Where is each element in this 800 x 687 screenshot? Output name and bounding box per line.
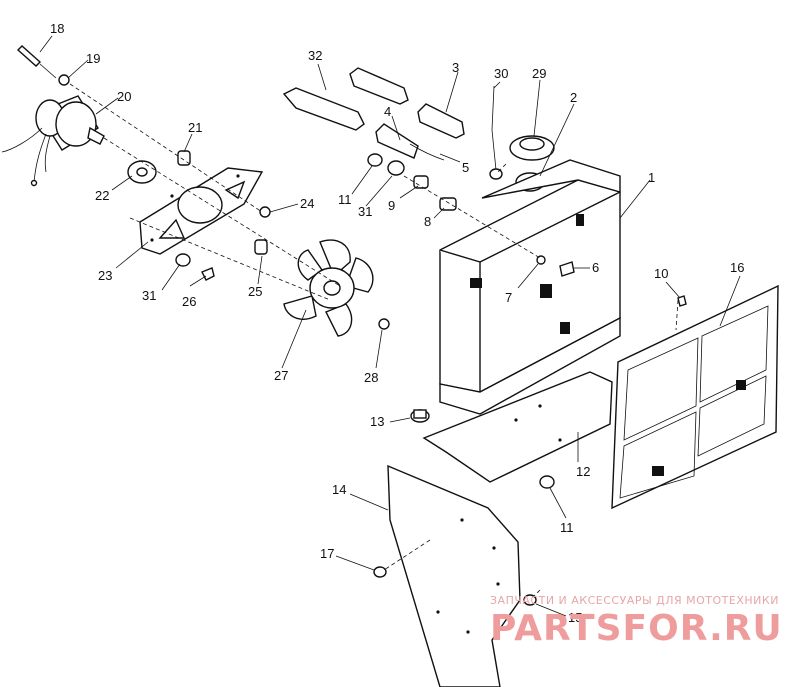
callout-3: 3 <box>452 60 459 75</box>
callout-31-fitting: 31 <box>358 204 372 219</box>
callout-30: 30 <box>494 66 508 81</box>
washer-part-31a <box>175 253 191 267</box>
callout-18: 18 <box>50 21 64 36</box>
callout-13: 13 <box>370 414 384 429</box>
callout-29: 29 <box>532 66 546 81</box>
spacer-part-25 <box>254 239 268 255</box>
callout-32: 32 <box>308 48 322 63</box>
radiator-cap-part-29 <box>509 135 555 161</box>
mounting-bracket-part-23 <box>139 167 264 255</box>
watermark: ЗАПЧАСТИ И АКСЕССУАРЫ ДЛЯ МОТОТЕХНИКИ PA… <box>490 594 783 649</box>
screw-part-10 <box>677 295 687 307</box>
bolt-part-26 <box>201 267 215 281</box>
fan-motor-part <box>1 95 105 187</box>
hose-part-3 <box>417 103 465 139</box>
bolt-part-18 <box>16 45 57 79</box>
sensor-part-30 <box>489 85 503 180</box>
callout-17: 17 <box>320 546 334 561</box>
side-panel-part-14 <box>387 464 521 687</box>
callout-11-fitting: 11 <box>338 192 352 207</box>
radiator-shroud-part-16 <box>611 284 779 510</box>
callout-9: 9 <box>388 198 395 213</box>
callout-24: 24 <box>300 196 314 211</box>
callout-leader-lines <box>39 35 741 617</box>
fitting-part-11a <box>367 153 383 167</box>
spacer-part-21 <box>177 150 191 166</box>
base-plate-part-12 <box>422 371 613 483</box>
washer-part-7 <box>536 255 546 265</box>
callout-5: 5 <box>462 160 469 175</box>
clamp-part-5 <box>409 143 445 161</box>
callout-22: 22 <box>95 188 109 203</box>
callout-16: 16 <box>730 260 744 275</box>
fan-blade-part-27 <box>283 239 374 337</box>
callout-10: 10 <box>654 266 668 281</box>
callout-23: 23 <box>98 268 112 283</box>
callout-31-bracket: 31 <box>142 288 156 303</box>
nut-part-28 <box>378 318 390 330</box>
callout-6: 6 <box>592 260 599 275</box>
hose-part-4 <box>375 123 419 159</box>
assembly-centre-lines <box>69 83 679 601</box>
callout-labels: 18 19 20 21 22 23 24 25 26 27 28 31 31 3… <box>50 21 744 625</box>
callout-12: 12 <box>576 464 590 479</box>
nut-part-11b <box>539 475 555 489</box>
nut-part-19 <box>58 74 70 86</box>
screw-part-6 <box>559 261 575 277</box>
callout-26: 26 <box>182 294 196 309</box>
watermark-tagline: ЗАПЧАСТИ И АКСЕССУАРЫ ДЛЯ МОТОТЕХНИКИ <box>490 594 779 607</box>
nut-part-24 <box>259 206 271 218</box>
watermark-brand: PARTSFOR.RU <box>490 608 783 649</box>
callout-7: 7 <box>505 290 512 305</box>
callout-8: 8 <box>424 214 431 229</box>
callout-15: 15 <box>568 610 582 625</box>
nipple-part-8 <box>439 197 457 211</box>
clip-part-17 <box>373 566 387 578</box>
callout-27: 27 <box>274 368 288 383</box>
callout-11-base: 11 <box>560 520 574 535</box>
hose-part-32 <box>282 67 409 131</box>
callout-20: 20 <box>117 89 131 104</box>
callout-14: 14 <box>332 482 346 497</box>
callout-4: 4 <box>384 104 391 119</box>
callout-28: 28 <box>364 370 378 385</box>
washer-part-31b <box>387 160 405 176</box>
hub-part-22 <box>127 160 157 184</box>
callout-25: 25 <box>248 284 262 299</box>
callout-21: 21 <box>188 120 202 135</box>
radiator-part-1 <box>439 159 621 415</box>
callout-19: 19 <box>86 51 100 66</box>
grommet-part-13 <box>410 409 430 423</box>
callout-2: 2 <box>570 90 577 105</box>
nipple-part-9 <box>413 175 429 189</box>
callout-1: 1 <box>648 170 655 185</box>
